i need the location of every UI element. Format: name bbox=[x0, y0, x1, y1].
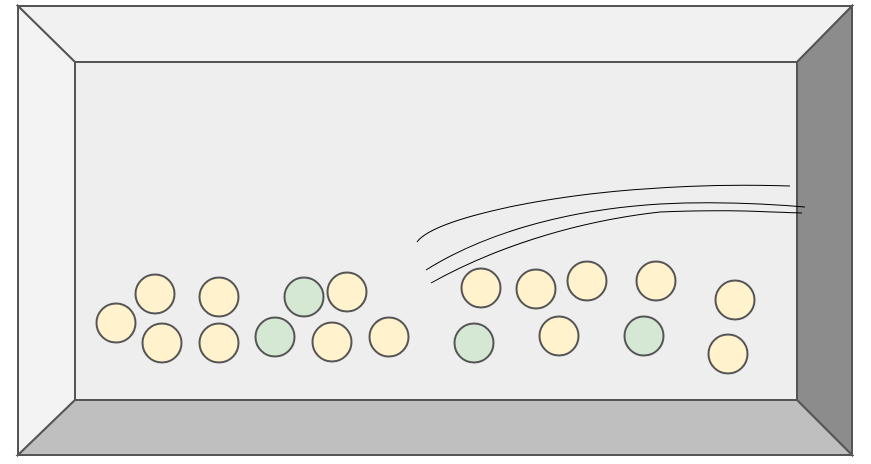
particle-yellow bbox=[515, 268, 557, 310]
motion-line bbox=[430, 210, 803, 284]
particle-yellow bbox=[198, 276, 240, 318]
box-floor bbox=[74, 61, 798, 401]
particle-yellow bbox=[460, 267, 502, 309]
motion-lines bbox=[416, 184, 806, 284]
particle-yellow bbox=[326, 271, 368, 313]
box-right-wall bbox=[796, 3, 853, 458]
particle-yellow bbox=[95, 302, 137, 344]
box bbox=[15, 3, 855, 458]
particle-yellow bbox=[198, 322, 240, 364]
particle-green bbox=[453, 322, 495, 364]
particles bbox=[95, 260, 756, 375]
particle-green bbox=[623, 315, 665, 357]
box-bottom-wall bbox=[15, 399, 855, 456]
particle-yellow bbox=[311, 321, 353, 363]
particle-yellow bbox=[566, 260, 608, 302]
particle-yellow bbox=[707, 333, 749, 375]
particle-yellow bbox=[714, 279, 756, 321]
particle-yellow bbox=[635, 260, 677, 302]
particle-yellow bbox=[141, 322, 183, 364]
particle-green bbox=[283, 276, 325, 318]
motion-line bbox=[425, 202, 806, 271]
particle-yellow bbox=[368, 316, 410, 358]
motion-line bbox=[416, 184, 791, 243]
box-top-wall bbox=[15, 5, 855, 63]
particle-green bbox=[254, 316, 296, 358]
box-left-wall bbox=[17, 3, 76, 458]
particle-yellow bbox=[538, 315, 580, 357]
particle-yellow bbox=[134, 273, 176, 315]
